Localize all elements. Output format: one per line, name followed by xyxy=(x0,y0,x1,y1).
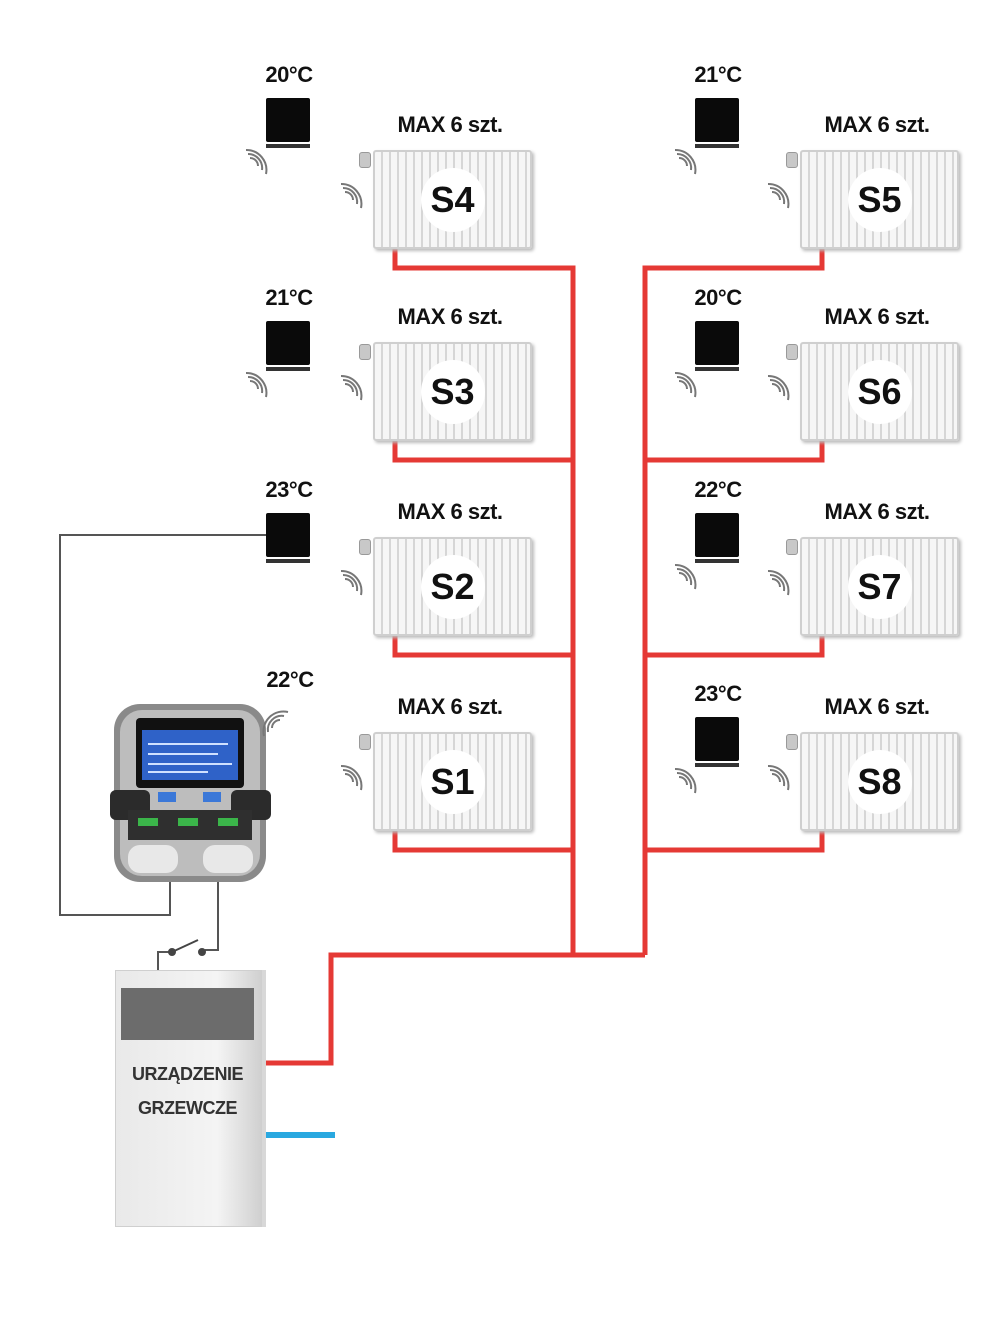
radiator-s1: S1 xyxy=(373,732,532,831)
thermostatic-valve-icon xyxy=(786,152,798,168)
room-thermostat-icon xyxy=(695,321,739,371)
zone-id-label: S5 xyxy=(857,178,902,220)
signal-wires xyxy=(59,534,266,972)
zone-id-label: S4 xyxy=(430,178,475,220)
wireless-signal-icon xyxy=(767,764,790,791)
radiator-s6: S6 xyxy=(800,342,959,441)
controller-device xyxy=(108,700,273,885)
zone-max-label: MAX 6 szt. xyxy=(824,304,930,329)
pipe-s4 xyxy=(392,248,576,955)
zone-max-label: MAX 6 szt. xyxy=(824,694,930,719)
room-thermostat-icon xyxy=(266,513,310,563)
zone-max-label: MAX 6 szt. xyxy=(397,499,503,524)
zone-max-label: MAX 6 szt. xyxy=(824,112,930,137)
radiator-s4: S4 xyxy=(373,150,532,249)
zone-temp-label: 20°C xyxy=(265,62,313,87)
pipe-s2 xyxy=(392,635,573,658)
radiator-badge xyxy=(847,167,912,232)
relay-switch-icon xyxy=(168,939,206,956)
pipe-s8 xyxy=(645,830,825,853)
wireless-signal-icon xyxy=(674,148,697,175)
radiator-badge xyxy=(420,359,485,424)
room-thermostat-icon xyxy=(695,513,739,563)
pipe-s1 xyxy=(392,830,573,853)
wireless-signal-icon xyxy=(340,764,363,791)
radiator-s2: S2 xyxy=(373,537,532,636)
zone-temp-label: 20°C xyxy=(694,285,742,310)
radiator-badge xyxy=(847,749,912,814)
controller-device-icon xyxy=(110,704,271,882)
heating-device-panel xyxy=(121,988,254,1040)
wire-controller-relay xyxy=(205,880,219,951)
radiator-badge xyxy=(420,554,485,619)
thermostatic-valve-icon xyxy=(786,539,798,555)
wireless-signal-icon xyxy=(767,182,790,209)
pipe-s5 xyxy=(642,248,825,955)
thermostatic-valve-icon xyxy=(359,152,371,168)
thermostatic-valve-icon xyxy=(786,344,798,360)
wireless-signal-icon xyxy=(674,767,697,794)
room-thermostat-icon xyxy=(266,98,310,148)
wire-relay-boiler xyxy=(157,951,170,972)
zone-id-label: S3 xyxy=(430,370,475,412)
room-thermostat-icon xyxy=(695,717,739,767)
radiator-badge xyxy=(420,167,485,232)
radiator-badge xyxy=(420,749,485,814)
zone-temp-label: 23°C xyxy=(265,477,313,502)
wireless-signal-icon xyxy=(340,569,363,596)
zone-max-label: MAX 6 szt. xyxy=(397,112,503,137)
zone-max-label: MAX 6 szt. xyxy=(397,694,503,719)
zone-id-label: S1 xyxy=(430,760,475,802)
wireless-signal-icon xyxy=(767,374,790,401)
thermostatic-valve-icon xyxy=(359,539,371,555)
radiator-badge xyxy=(847,554,912,619)
zone-id-label: S8 xyxy=(857,760,902,802)
wireless-signal-icon xyxy=(674,371,697,398)
pipe-main xyxy=(265,952,645,1066)
room-thermostat-icon xyxy=(266,321,310,371)
room-thermostat-icon xyxy=(695,98,739,148)
pipe-s3 xyxy=(392,440,573,463)
heating-device: URZĄDZENIE GRZEWCZE xyxy=(115,970,267,1227)
zone-max-label: MAX 6 szt. xyxy=(397,304,503,329)
pipe-s7 xyxy=(645,635,825,658)
zone-temp-label: 22°C xyxy=(694,477,742,502)
thermostatic-valve-icon xyxy=(359,734,371,750)
radiator-s7: S7 xyxy=(800,537,959,636)
pipe-s6 xyxy=(645,440,825,463)
heating-device-label-line2: GRZEWCZE xyxy=(138,1098,238,1118)
wireless-signal-icon xyxy=(262,710,289,737)
radiator-s8: S8 xyxy=(800,732,959,831)
zone-temp-label: 21°C xyxy=(694,62,742,87)
zone-id-label: S7 xyxy=(857,565,902,607)
zone-temp-label: 23°C xyxy=(694,681,742,706)
wireless-signal-icon xyxy=(245,148,268,175)
radiator-s5: S5 xyxy=(800,150,959,249)
radiator-badge xyxy=(847,359,912,424)
thermostatic-valve-icon xyxy=(786,734,798,750)
zone-temp-label: 21°C xyxy=(265,285,313,310)
zone-max-label: MAX 6 szt. xyxy=(824,499,930,524)
supply-pipes xyxy=(265,248,825,1066)
wireless-signal-icon xyxy=(674,563,697,590)
wireless-signal-icon xyxy=(340,374,363,401)
zone-id-label: S2 xyxy=(430,565,475,607)
wire-thermostat-s2 xyxy=(59,534,266,916)
controller-temp-label: 22°C xyxy=(266,667,314,692)
thermostatic-valve-icon xyxy=(359,344,371,360)
heating-device-label-line1: URZĄDZENIE xyxy=(132,1064,244,1084)
wireless-signal-icon xyxy=(767,569,790,596)
zone-id-label: S6 xyxy=(857,370,902,412)
radiator-s3: S3 xyxy=(373,342,532,441)
wireless-signal-icon xyxy=(245,371,268,398)
wireless-signal-icon xyxy=(340,182,363,209)
